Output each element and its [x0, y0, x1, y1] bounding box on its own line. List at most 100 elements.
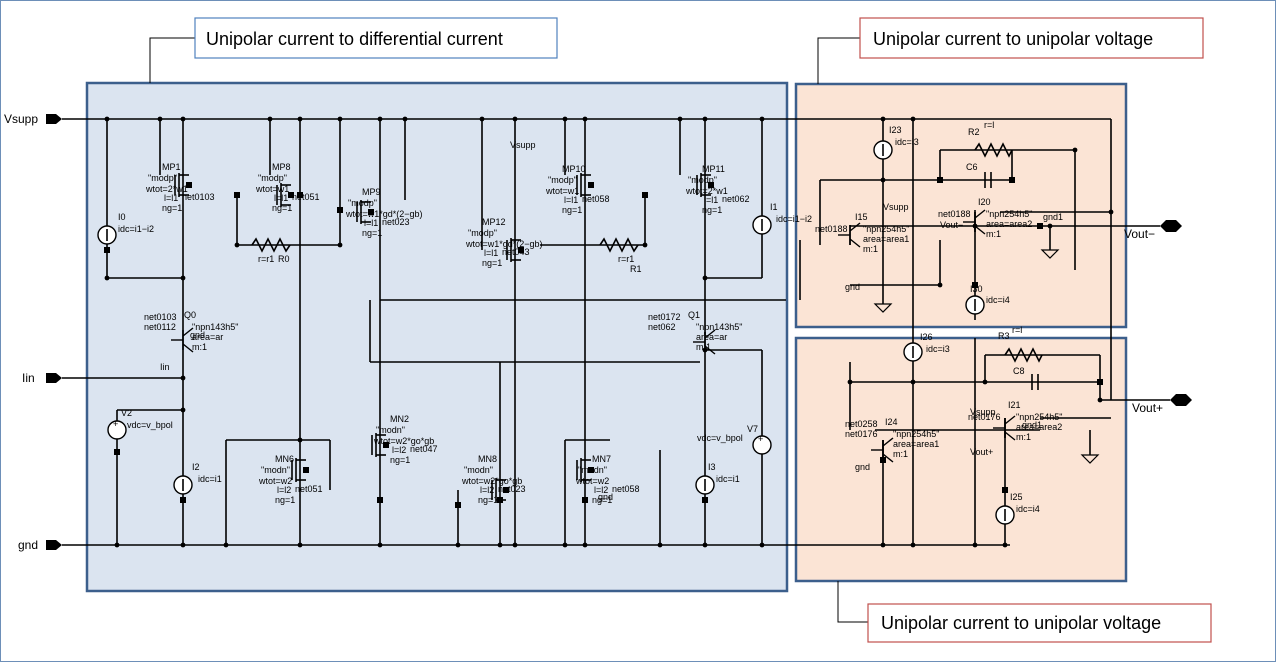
voltage-source-v7[interactable]: + V7 vdc=v_bpol [697, 424, 772, 455]
transistor-mn7[interactable] [576, 458, 594, 482]
junction-dot [180, 542, 186, 548]
resistor-r3[interactable]: R3 r=l [998, 325, 1043, 363]
junction-dot [972, 542, 978, 548]
resistor-r0[interactable]: r=r1 R0 [251, 237, 291, 264]
mn2-ng: ng=1 [390, 455, 410, 465]
transistor-i24[interactable] [871, 437, 894, 463]
i1-param: idc=i1−i2 [776, 214, 812, 224]
transistor-mn2[interactable] [371, 433, 389, 457]
v2-name: V2 [121, 408, 132, 418]
pin-vout-minus-label: Vout− [1124, 227, 1155, 241]
i26-param: idc=i3 [926, 344, 950, 354]
transistor-i21[interactable] [993, 415, 1016, 441]
junction-dot [759, 542, 765, 548]
mp11-name: MP11 [702, 164, 725, 174]
terminal-label: gnd1 [1022, 420, 1042, 430]
pin-vout-plus[interactable]: Vout+ [1132, 394, 1192, 415]
mp9-ng: ng=1 [362, 228, 382, 238]
pin-iin-label: Iin [22, 371, 35, 385]
mp10-l: l=l1 [564, 195, 578, 205]
capacitor-c8[interactable]: C8 [1013, 366, 1039, 390]
i24-model: "npn254h5" [893, 429, 939, 439]
terminal-label: Vsupp [883, 202, 909, 212]
transistor-q1[interactable] [693, 329, 716, 355]
junction-dot [1002, 542, 1008, 548]
mn8-model: "modn" [464, 465, 493, 475]
i24-name: I24 [885, 417, 898, 427]
i23-param: idc=i3 [895, 137, 919, 147]
r3-name: R3 [998, 331, 1010, 341]
terminal-square [1097, 379, 1103, 385]
transistor-q0[interactable] [171, 327, 194, 353]
title-bottom-right: Unipolar current to unipolar voltage [837, 581, 1212, 643]
pin-vsupp[interactable]: Vsupp [4, 112, 62, 126]
terminal-label: Vout+ [970, 447, 993, 457]
junction-dot [234, 242, 240, 248]
current-source-i25[interactable]: I25 idc=i4 [995, 492, 1040, 525]
current-source-i1[interactable]: I1 idc=i1−i2 [752, 202, 812, 235]
junction-dot [677, 116, 683, 122]
junction-dot [377, 542, 383, 548]
i24-net: net0176 [845, 429, 878, 439]
junction-dot [180, 275, 186, 281]
junction-dot [297, 116, 303, 122]
pin-iin[interactable]: Iin [22, 371, 62, 385]
current-source-i30[interactable]: I30 idc=i4 [965, 284, 1010, 315]
junction-dot [1108, 209, 1114, 215]
pin-gnd[interactable]: gnd [18, 538, 62, 552]
mp8-wtot: wtot=w1 [255, 184, 289, 194]
mn2-wtot: wtot=w2*go*gb [373, 436, 434, 446]
mp1-l: l=l1 [164, 193, 178, 203]
junction-dot [910, 116, 916, 122]
voltage-source-v2[interactable]: + V2 vdc=v_bpol [107, 408, 173, 440]
current-source-i2[interactable]: I2 idc=i1 [173, 462, 222, 495]
transistor-mp9[interactable] [356, 200, 374, 224]
transistor-mp10[interactable] [576, 173, 594, 197]
terminal-square [180, 497, 186, 503]
transistor-mp11[interactable] [696, 173, 714, 197]
pin-gnd-label: gnd [18, 538, 38, 552]
title-differential: Unipolar current to differential current [149, 17, 558, 83]
transistor-mn6[interactable] [291, 458, 309, 482]
transistor-mp8[interactable] [276, 183, 294, 207]
transistor-mp1[interactable] [174, 173, 192, 197]
transistor-i15[interactable] [838, 222, 861, 248]
c6-name: C6 [966, 162, 978, 172]
current-source-i23[interactable]: I23 idc=i3 [873, 125, 919, 160]
resistor-r1[interactable]: r=r1 R1 [599, 237, 642, 274]
r3-param: r=l [1012, 325, 1022, 335]
mp8-model: "modp" [258, 173, 287, 183]
junction-dot [297, 437, 303, 443]
title-top-right-text: Unipolar current to unipolar voltage [873, 29, 1153, 49]
terminal-square [337, 207, 343, 213]
i24-net2: net0258 [845, 419, 878, 429]
resistor-r2[interactable]: R2 r=l [968, 120, 1013, 158]
mp8-ng: ng=1 [272, 203, 292, 213]
q1-model: "npn143h5" [696, 322, 742, 332]
i3-param: idc=i1 [716, 474, 740, 484]
current-source-i3[interactable]: I3 idc=i1 [695, 462, 740, 495]
transistor-i20[interactable] [963, 209, 986, 235]
i15-net: net0188 [815, 224, 848, 234]
current-source-i0[interactable]: I0 idc=i1−i2 [97, 212, 154, 245]
current-source-i26[interactable]: I26 idc=i3 [903, 332, 950, 362]
mp12-wtot: wtot=w1*gd*(2−gb) [465, 239, 543, 249]
v7-param: vdc=v_bpol [697, 433, 743, 443]
q1-area: area=ar [696, 332, 727, 342]
junction-dot [497, 542, 503, 548]
mn7-ng: ng=1 [592, 495, 612, 505]
mp12-net: net043 [502, 247, 530, 257]
mn8-net: net023 [498, 484, 526, 494]
capacitor-c6[interactable]: C6 [966, 162, 992, 188]
q1-net: net062 [648, 322, 676, 332]
pin-vout-minus[interactable]: Vout− [1124, 220, 1182, 241]
transistors: MP1"modp"wtot=2*w1l=l1ng=1net0103MP8"mod… [144, 140, 1063, 505]
junction-dot [562, 116, 568, 122]
r2-name: R2 [968, 127, 980, 137]
left-block-wiring [106, 119, 786, 545]
bottom-right-wiring [849, 119, 1111, 545]
transistor-mn8[interactable] [491, 478, 509, 502]
junction-dots [104, 116, 1114, 548]
i24-area: area=area1 [893, 439, 939, 449]
transistor-mp12[interactable] [506, 238, 524, 262]
